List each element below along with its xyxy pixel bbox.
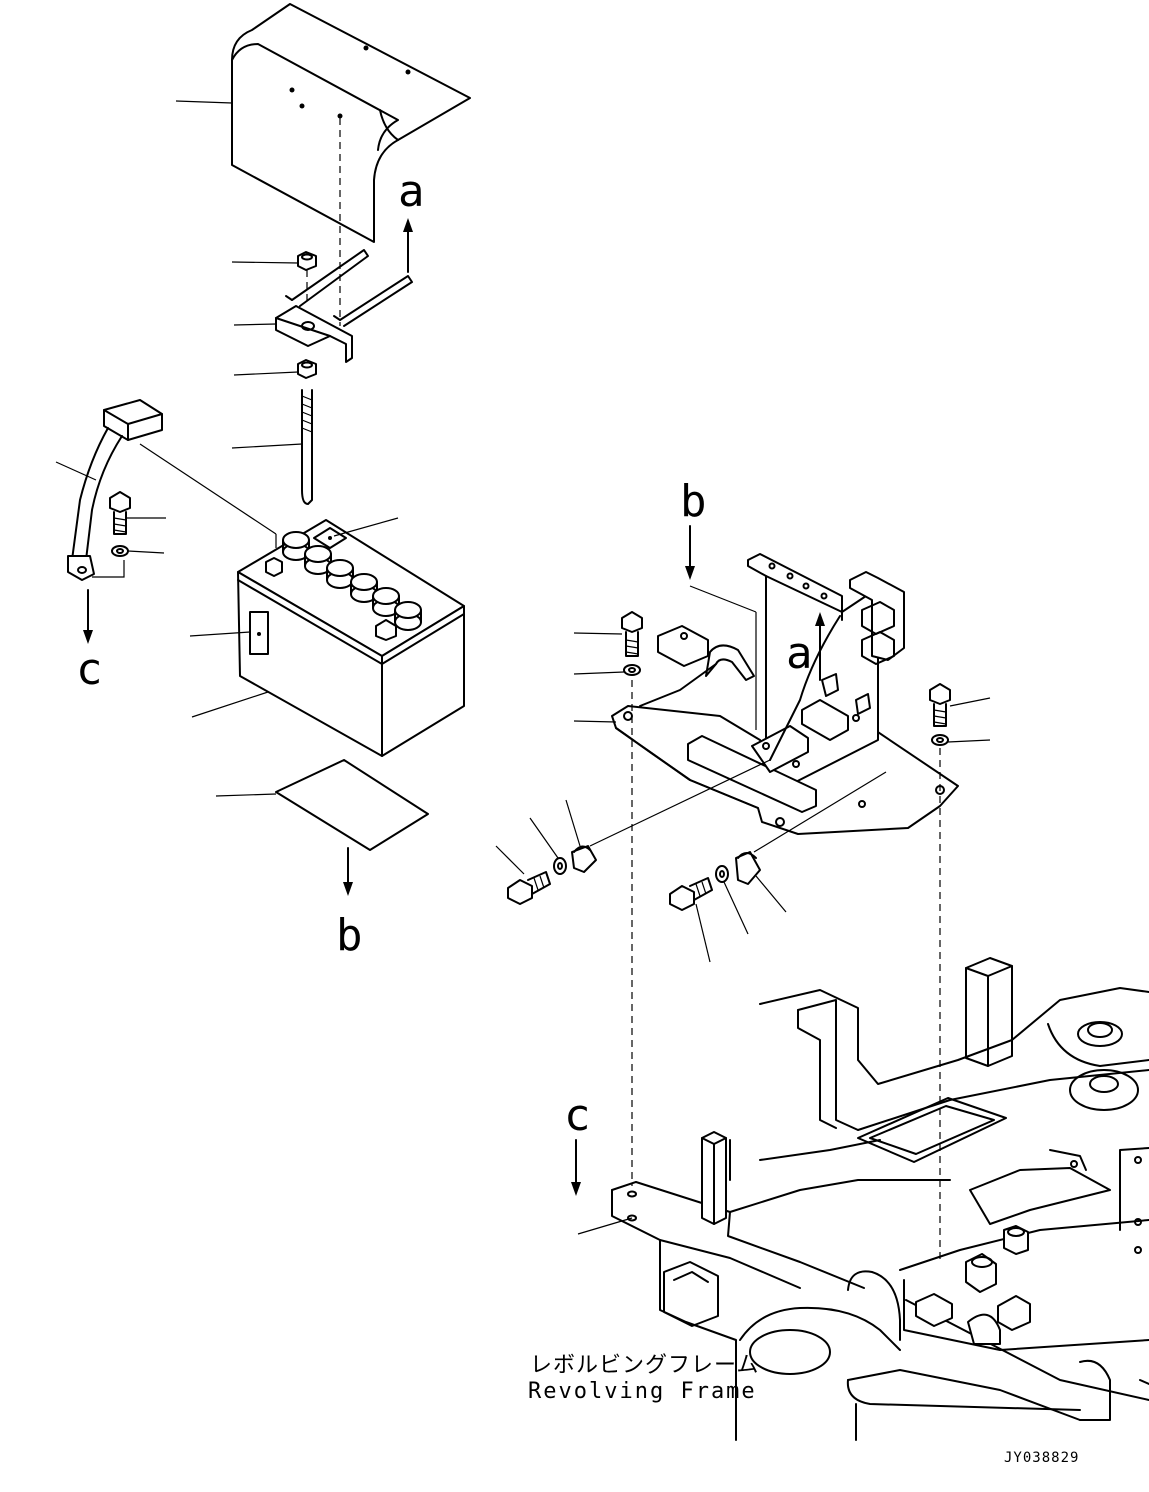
callout-arrow-b-bracket bbox=[685, 525, 695, 580]
callout-label-b-left: b bbox=[336, 910, 363, 961]
leader-line bbox=[189, 631, 251, 637]
leader-line bbox=[949, 697, 991, 707]
callout-arrow-b-left bbox=[343, 847, 353, 896]
battery-bracket bbox=[611, 553, 959, 835]
leader-line bbox=[92, 560, 125, 578]
frame-label-english: Revolving Frame bbox=[528, 1379, 757, 1404]
revolving-frame bbox=[611, 957, 1149, 1441]
frame-label-japanese: レボルビングフレーム bbox=[530, 1353, 759, 1378]
leader-line bbox=[573, 720, 617, 723]
callout-arrow-c-frame bbox=[571, 1139, 581, 1196]
j-bolt bbox=[301, 389, 313, 505]
leader-line bbox=[231, 261, 299, 264]
callout-arrow-c-left bbox=[83, 589, 93, 644]
leader-line bbox=[333, 517, 399, 537]
leader-line bbox=[577, 1217, 633, 1235]
leader-line bbox=[947, 739, 991, 743]
leader-line bbox=[689, 585, 757, 613]
leader-line bbox=[573, 671, 625, 675]
callout-arrow-a-bracket bbox=[815, 612, 825, 681]
bracket-bolt-left bbox=[621, 611, 643, 657]
leader-line bbox=[231, 443, 303, 449]
leader-line bbox=[695, 903, 711, 963]
leader-line bbox=[565, 799, 581, 847]
callout-label-a-bracket: a bbox=[786, 628, 813, 679]
leader-line bbox=[215, 793, 277, 797]
clamp-left bbox=[571, 845, 597, 873]
cable-washer bbox=[111, 545, 129, 557]
hex-nut-bottom bbox=[297, 359, 317, 379]
hex-nut-top bbox=[297, 251, 317, 306]
leader-line bbox=[191, 691, 269, 718]
battery bbox=[237, 519, 465, 757]
battery-mat bbox=[275, 759, 429, 851]
bracket-washer-left bbox=[623, 664, 641, 676]
callout-label-a-top: a bbox=[398, 166, 425, 217]
leader-line bbox=[529, 817, 559, 859]
leader-line bbox=[753, 771, 887, 853]
leader-line bbox=[573, 632, 623, 635]
cable-bolt bbox=[109, 491, 131, 535]
callout-label-c-left: c bbox=[76, 644, 103, 695]
battery-cover bbox=[231, 3, 471, 326]
bracket-washer-right bbox=[931, 734, 949, 746]
hold-down-bracket bbox=[275, 249, 413, 363]
leader-line bbox=[723, 881, 749, 935]
leader-line bbox=[755, 875, 787, 913]
callout-label-b-bracket: b bbox=[680, 476, 707, 527]
leader-line bbox=[55, 461, 97, 481]
leader-line bbox=[233, 371, 299, 376]
leader-line bbox=[233, 323, 277, 326]
leader-line bbox=[175, 100, 233, 104]
battery-terminal-right bbox=[375, 619, 397, 641]
callout-arrow-a-top bbox=[403, 218, 413, 273]
leader-line bbox=[589, 759, 771, 847]
callout-label-c-frame: c bbox=[564, 1090, 591, 1141]
battery-terminal-left bbox=[265, 557, 283, 577]
clamp-washer-left bbox=[553, 857, 567, 875]
clamp-bolt-left bbox=[507, 871, 551, 905]
leader-line bbox=[127, 550, 165, 554]
clamp-bolt-right bbox=[669, 877, 713, 911]
battery-caps bbox=[282, 531, 422, 631]
bracket-bolt-right bbox=[929, 683, 951, 727]
leader-line bbox=[495, 845, 525, 875]
drawing-number: JY038829 bbox=[1004, 1450, 1079, 1466]
clamp-washer-right bbox=[715, 865, 729, 883]
clamp-right bbox=[735, 851, 761, 885]
battery-cable bbox=[67, 399, 277, 581]
